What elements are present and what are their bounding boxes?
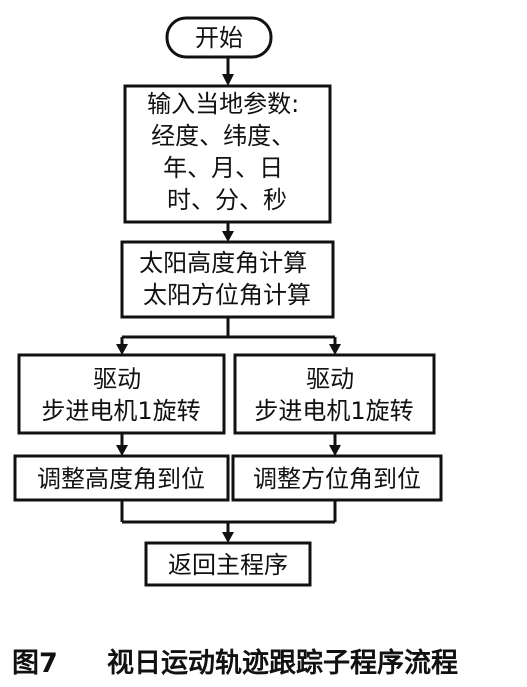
drive-motor-left-label: 驱动 步进电机1旋转 — [41, 365, 200, 425]
drive-motor-right-box: 驱动 步进电机1旋转 — [233, 353, 436, 435]
drive-left-line-1: 驱动 — [93, 365, 141, 393]
arrowhead-input — [222, 74, 234, 86]
adjust-left-line: 调整高度角到位 — [37, 465, 205, 493]
adjust-altitude-box: 调整高度角到位 — [13, 454, 230, 502]
input-parameters-label: 输入当地参数: 经度、纬度、 年、月、日 时、分、秒 — [147, 90, 307, 214]
start-label: 开始 — [195, 24, 243, 52]
arrowhead-drive-left — [116, 344, 128, 355]
drive-left-line-2: 步进电机1旋转 — [41, 397, 200, 425]
arrowhead-drive-right — [329, 344, 341, 355]
adjust-altitude-label: 调整高度角到位 — [37, 465, 205, 493]
start-terminator: 开始 — [165, 16, 273, 59]
input-line-1: 输入当地参数: — [147, 90, 299, 118]
adjust-azimuth-box: 调整方位角到位 — [231, 454, 443, 502]
arrowhead-adjust-right — [329, 445, 341, 456]
arrowhead-return — [222, 532, 234, 543]
input-line-3: 年、月、日 — [163, 154, 283, 182]
arrowhead-adjust-left — [116, 445, 128, 456]
calc-line-1: 太阳高度角计算 — [139, 249, 307, 277]
return-main-label: 返回主程序 — [168, 551, 288, 579]
drive-motor-right-label: 驱动 步进电机1旋转 — [254, 365, 413, 425]
adjust-azimuth-label: 调整方位角到位 — [253, 465, 421, 493]
arrowhead-calc — [222, 231, 234, 242]
input-line-4: 时、分、秒 — [167, 186, 287, 214]
drive-right-line-2: 步进电机1旋转 — [254, 397, 413, 425]
input-line-2: 经度、纬度、 — [151, 122, 295, 150]
figure-caption: 图7 视日运动轨迹跟踪子程序流程 — [12, 647, 458, 679]
adjust-right-line: 调整方位角到位 — [253, 465, 421, 493]
drive-motor-left-box: 驱动 步进电机1旋转 — [17, 353, 226, 435]
figure-label: 图7 — [12, 648, 58, 679]
drive-right-line-1: 驱动 — [306, 365, 354, 393]
figure-title: 视日运动轨迹跟踪子程序流程 — [107, 647, 458, 679]
solar-angle-calculation-box: 太阳高度角计算 太阳方位角计算 — [120, 240, 335, 319]
start-label-line: 开始 — [195, 24, 243, 52]
solar-angle-calculation-label: 太阳高度角计算 太阳方位角计算 — [139, 249, 315, 309]
return-line: 返回主程序 — [168, 551, 288, 579]
connectors — [116, 57, 341, 543]
return-main-box: 返回主程序 — [144, 541, 312, 587]
calc-line-2: 太阳方位角计算 — [143, 281, 311, 309]
input-parameters-box: 输入当地参数: 经度、纬度、 年、月、日 时、分、秒 — [123, 84, 332, 224]
